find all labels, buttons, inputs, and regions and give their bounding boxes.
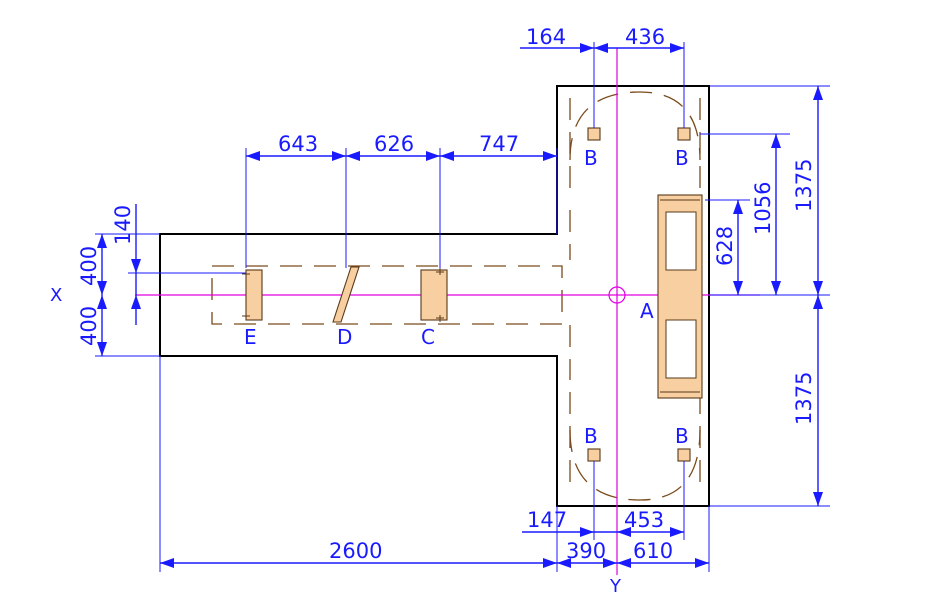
bolt-b-bottom-left bbox=[587, 448, 601, 462]
bolt-b-top-right bbox=[677, 127, 691, 141]
dim-453: 453 bbox=[624, 508, 664, 532]
dim-610: 610 bbox=[633, 539, 673, 563]
dim-436: 436 bbox=[625, 25, 665, 49]
extension-lines bbox=[95, 42, 830, 572]
label-a: A bbox=[640, 299, 654, 323]
label-b-bl: B bbox=[584, 424, 598, 448]
dim-628: 628 bbox=[713, 226, 737, 266]
dim-1375-bottom: 1375 bbox=[792, 372, 816, 425]
dim-643: 643 bbox=[278, 132, 318, 156]
axis-x-label: X bbox=[50, 285, 62, 306]
part-d bbox=[332, 266, 360, 323]
dim-400-top: 400 bbox=[77, 246, 101, 286]
bolt-b-top-left bbox=[587, 127, 601, 141]
dim-147: 147 bbox=[527, 508, 567, 532]
part-e bbox=[242, 269, 263, 321]
label-d: D bbox=[337, 325, 352, 349]
dim-1056: 1056 bbox=[751, 182, 775, 235]
label-b-tl: B bbox=[584, 146, 598, 170]
bolt-b-bottom-right bbox=[677, 448, 691, 462]
axis-y-label: Y bbox=[609, 576, 622, 597]
part-a bbox=[657, 194, 703, 399]
dim-1375-top: 1375 bbox=[792, 159, 816, 212]
dim-390: 390 bbox=[566, 539, 606, 563]
part-labels: A B B B B C D E X Y bbox=[50, 146, 689, 597]
dim-140: 140 bbox=[111, 205, 135, 245]
part-c bbox=[420, 268, 448, 322]
bolt-group bbox=[587, 127, 691, 462]
dim-747: 747 bbox=[479, 132, 519, 156]
label-b-br: B bbox=[675, 424, 689, 448]
dim-2600: 2600 bbox=[329, 539, 382, 563]
dim-626: 626 bbox=[374, 132, 414, 156]
dim-164: 164 bbox=[526, 25, 566, 49]
dim-400-bottom: 400 bbox=[77, 306, 101, 346]
dimension-texts: 164 436 643 626 747 140 400 400 1375 105… bbox=[77, 25, 816, 563]
label-c: C bbox=[421, 325, 435, 349]
dimension-lines bbox=[97, 43, 823, 568]
label-e: E bbox=[244, 325, 257, 349]
label-b-tr: B bbox=[675, 146, 689, 170]
